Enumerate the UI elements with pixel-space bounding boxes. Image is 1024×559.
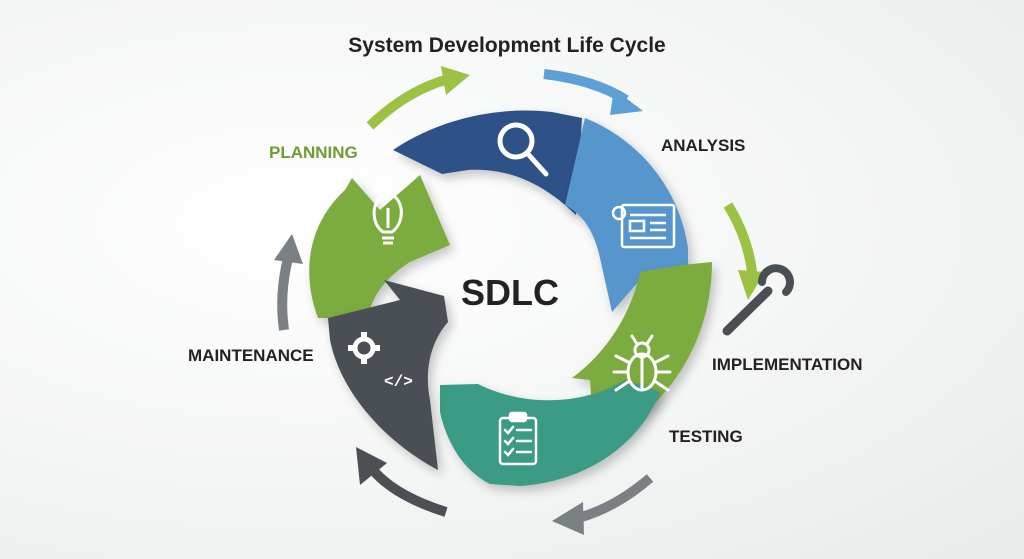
segment-testing [440,380,660,486]
outer-arrow-left-gray [274,234,303,331]
diagram-title: System Development Life Cycle [348,34,665,57]
outer-arrow-bottom-right-gray [552,474,654,535]
outer-arrow-bottom-left-gray [356,447,448,517]
phase-label-analysis: ANALYSIS [661,136,745,155]
lightbulb-icon [372,192,403,245]
checklist-clipboard-icon [498,411,538,466]
segment-planning [309,175,450,318]
gear-code-icon: </> [348,332,413,391]
svg-text:</>: </> [384,373,413,391]
wrench-icon [722,264,794,336]
phase-label-implementation: IMPLEMENTATION [712,355,862,374]
segment-analysis [565,118,688,312]
blueprint-document-icon [611,203,676,249]
segment-maintenance [328,280,448,470]
phase-label-planning: PLANNING [269,143,358,162]
outer-arrow-right-green [723,202,765,300]
center-label: SDLC [461,272,559,313]
phase-label-testing: TESTING [669,427,743,446]
outer-arrow-top-right-blue [543,69,643,115]
phase-label-maintenance: MAINTENANCE [188,346,314,365]
magnifier-icon [497,122,549,177]
outer-arrow-top-green [366,66,470,130]
segment-design [393,110,582,215]
bug-icon [612,334,672,392]
